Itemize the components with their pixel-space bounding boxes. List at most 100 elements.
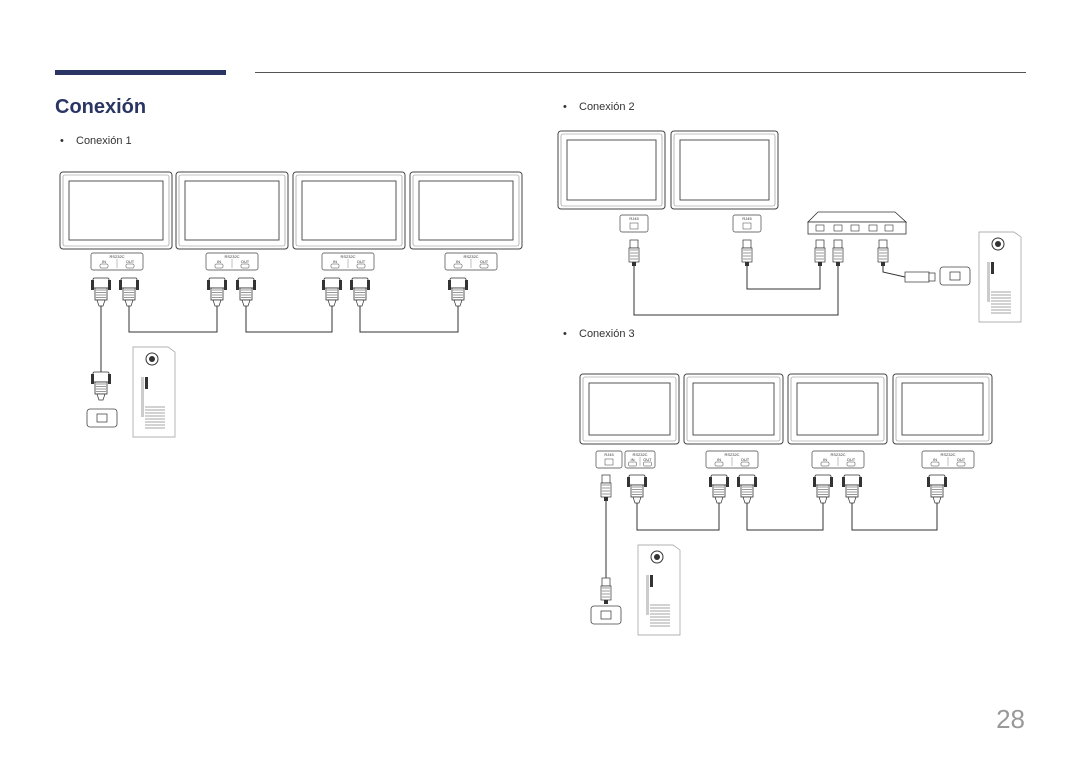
rs232c-label: RS232C — [109, 254, 124, 259]
cable-1b — [245, 306, 333, 333]
network-hub-icon — [807, 211, 908, 235]
out-label: OUT — [741, 457, 750, 462]
pc-port-icon — [939, 266, 971, 286]
out-port — [740, 461, 750, 467]
rj45-label: RJ45 — [629, 216, 639, 221]
cable-2b — [746, 266, 821, 290]
connector-screw — [367, 280, 370, 290]
in-label: IN — [217, 259, 221, 264]
out-port — [479, 263, 489, 269]
in-label: IN — [456, 259, 460, 264]
connection-1-label: • Conexión 1 — [60, 135, 132, 147]
connector-screw — [253, 280, 256, 290]
connector-strain-relief — [241, 299, 251, 307]
connector-screw — [726, 477, 729, 487]
rj45-label: RJ45 — [604, 452, 614, 457]
cable-3c — [851, 503, 938, 531]
monitor-screen — [418, 180, 514, 241]
hub-port — [868, 224, 878, 232]
display-monitor — [670, 130, 779, 210]
pc-port-block — [991, 262, 994, 274]
serial-connector-icon — [119, 277, 139, 307]
out-label: OUT — [957, 457, 966, 462]
display-monitor — [557, 130, 666, 210]
header-rule — [255, 72, 1026, 73]
rs232c-label: RS232C — [632, 452, 647, 457]
in-port — [628, 461, 637, 467]
connection-3-text: Conexión 3 — [579, 328, 635, 340]
plug-tip — [878, 239, 888, 249]
fan-hub — [149, 356, 155, 362]
in-label: IN — [823, 457, 827, 462]
display-monitor — [175, 171, 289, 250]
connection-2-label: •Conexión 2 — [563, 101, 635, 113]
connector-head — [323, 277, 341, 289]
connector-strain-relief — [355, 299, 365, 307]
out-label: OUT — [643, 457, 652, 462]
serial-connector-icon — [927, 474, 947, 504]
cable-2-pc — [882, 266, 906, 278]
out-port — [846, 461, 856, 467]
plug-strain-relief — [745, 262, 749, 266]
pc-tower-icon — [637, 544, 681, 636]
monitor-inner-frame — [412, 174, 520, 247]
monitor-inner-frame — [673, 133, 776, 207]
connector-screw — [465, 280, 468, 290]
plug-strain-relief — [604, 497, 608, 501]
lan-plug-icon — [600, 474, 612, 501]
connector-head — [92, 277, 110, 289]
rs232c-label: RS232C — [724, 452, 739, 457]
pc-tower-icon — [132, 346, 176, 438]
connector-screw — [322, 280, 325, 290]
display-monitor — [409, 171, 523, 250]
in-port — [99, 263, 109, 269]
plug-body — [904, 271, 930, 283]
plug-strain-relief — [632, 262, 636, 266]
serial-connector-icon — [813, 474, 833, 504]
connector-strain-relief — [632, 496, 642, 504]
out-port — [240, 263, 250, 269]
monitor-inner-frame — [582, 376, 677, 442]
cable-2a — [633, 266, 839, 316]
serial-connector-icon — [709, 474, 729, 504]
port-panel-box — [595, 450, 623, 469]
section-title: Conexión — [55, 96, 147, 118]
pc-port-block — [650, 575, 653, 587]
rj45-port — [629, 222, 639, 230]
pc-tower-icon — [978, 231, 1022, 323]
connector-screw — [754, 477, 757, 487]
lan-plug-icon — [814, 239, 826, 266]
rj45-port — [742, 222, 752, 230]
connection-2-text: Conexión 2 — [579, 101, 635, 113]
connection-1-text: Conexión 1 — [76, 135, 132, 147]
connector-head — [449, 277, 467, 289]
lan-plug-icon — [600, 577, 612, 604]
connector-screw — [207, 280, 210, 290]
connector-strain-relief — [742, 496, 752, 504]
monitor-screen — [566, 139, 657, 201]
connector-screw — [136, 280, 139, 290]
connector-head — [208, 277, 226, 289]
port-box — [939, 266, 971, 286]
connector-strain-relief — [212, 299, 222, 307]
plug-tip — [742, 239, 752, 249]
connector-screw — [91, 280, 94, 290]
fan-hub — [995, 241, 1001, 247]
connector-screw — [927, 477, 930, 487]
connector-strain-relief — [124, 299, 134, 307]
monitor-screen — [68, 180, 164, 241]
connector-screw — [842, 477, 845, 487]
cable-3a — [636, 503, 720, 531]
connector-screw — [119, 280, 122, 290]
in-port — [214, 263, 224, 269]
connector-head — [738, 474, 756, 486]
connector-screw — [627, 477, 630, 487]
connector-head — [928, 474, 946, 486]
lan-plug-icon — [832, 239, 844, 266]
pc-port-icon — [86, 408, 118, 428]
bullet-icon: • — [60, 135, 64, 147]
